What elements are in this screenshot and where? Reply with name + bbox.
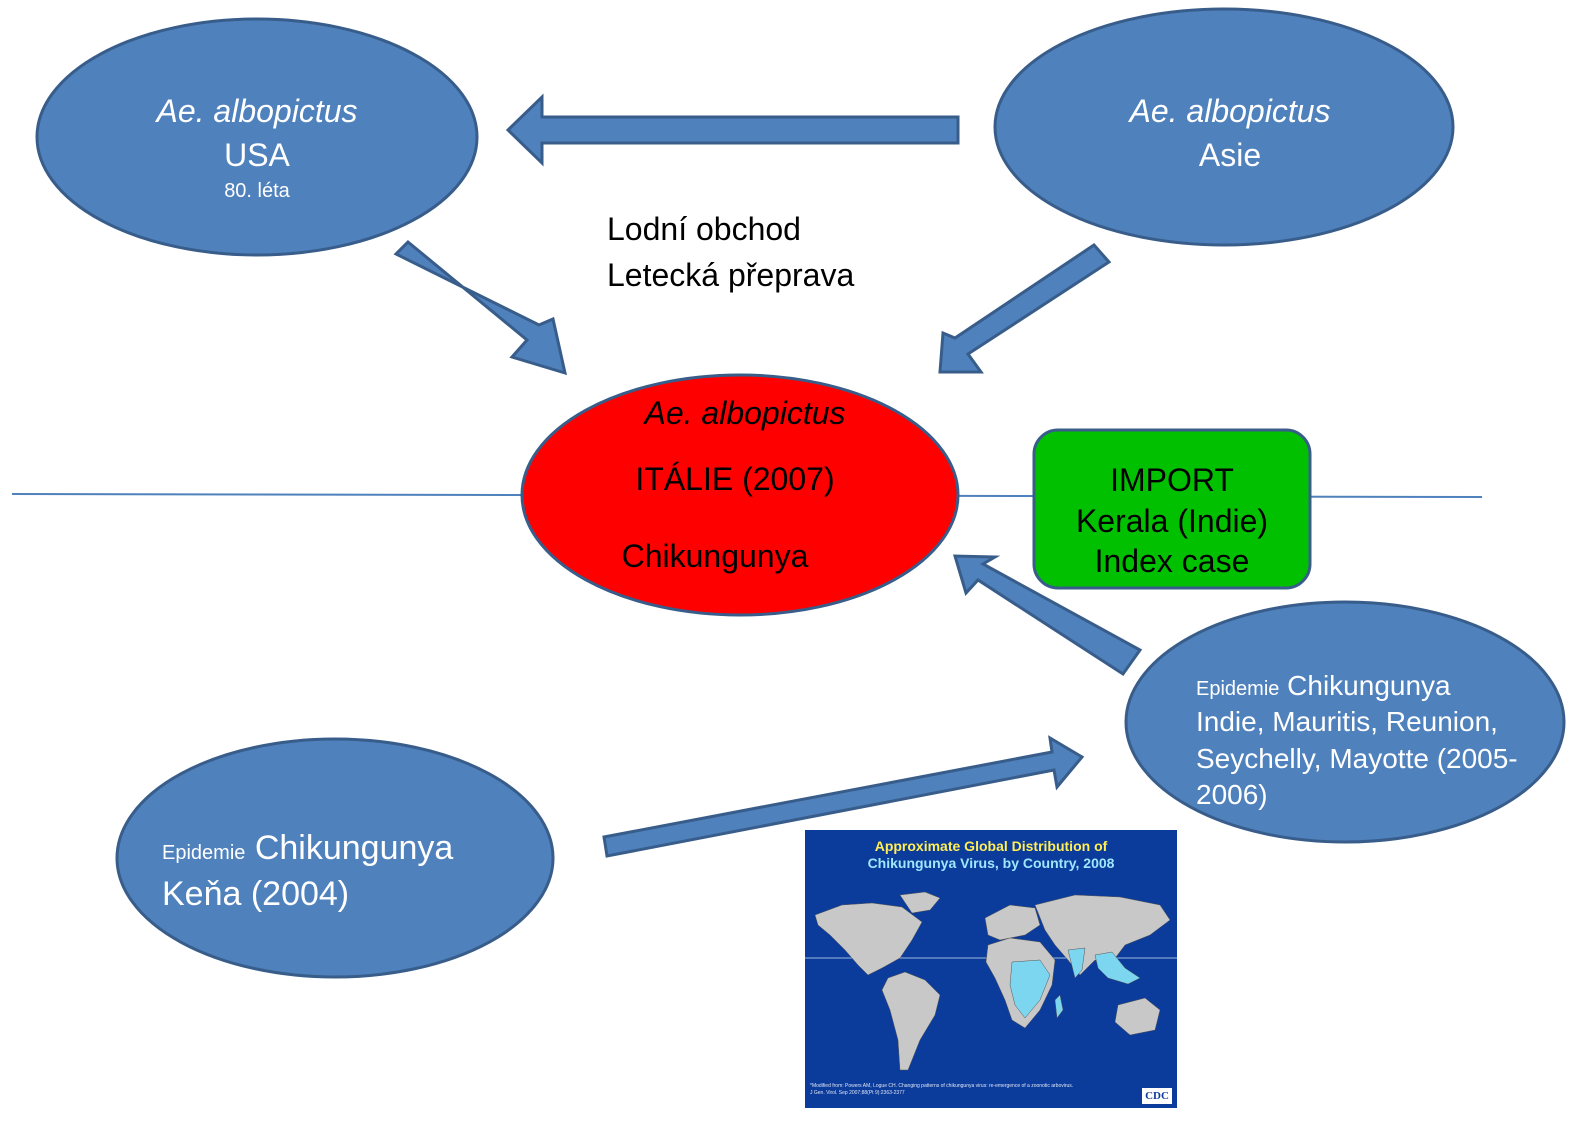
map-asia [1034,894,1171,976]
epidemic-kenya-place: Keňa (2004) [162,874,350,913]
epidemic-india-text: Epidemie Chikungunya Indie, Mauritis, Re… [1196,668,1548,814]
map-greenland [899,891,941,914]
map-madagascar [1054,994,1064,1019]
epidemic-india-places: Indie, Mauritis, Reunion, Seychelly, May… [1196,706,1518,811]
epidemic-india-prefix: Epidemie [1196,678,1280,700]
map-inset [805,830,1177,1108]
map-title-line2: Chikungunya Virus, by Country, 2008 [867,854,1115,871]
asia-label-group: Ae. albopictus Asie [1070,92,1390,175]
map-footnote-line2: J Gen. Virol. Sep 2007;88(Pt 9):2363-237… [810,1089,905,1096]
epidemic-kenya-disease: Chikungunya [254,829,454,867]
map-north-america [814,902,923,976]
arrow-asia-to-usa [505,93,960,167]
transport-label: Lodní obchod Letecká přeprava [607,206,927,299]
map-title-line1: Approximate Global Distribution of [874,838,1108,854]
cdc-logo: CDC [1142,1088,1172,1104]
arrow-kenya-to-india [602,735,1085,858]
import-line1: IMPORT [1110,462,1234,498]
map-footnote: *Modified from: Powers AM, Logue CH. Cha… [810,1083,1130,1096]
transport-line1: Lodní obchod [607,211,801,247]
map-south-america [881,971,941,1071]
italy-species: Ae. albopictus [644,395,846,431]
arrow-usa-to-italy [393,239,568,376]
map-title: Approximate Global Distribution of Chiku… [805,838,1177,872]
asia-place: Asie [1198,137,1262,174]
asia-species: Ae. albopictus [1129,93,1331,129]
italy-disease: Chikungunya [621,538,809,574]
node-usa [35,17,479,257]
arrow-asia-to-italy [938,243,1112,374]
import-line2: Kerala (Indie) [1075,502,1269,539]
import-box [1032,428,1312,590]
node-epidemic-kenya [115,737,555,979]
epidemic-india-disease: Chikungunya [1287,670,1451,701]
map-africa-affected [1009,959,1051,1019]
arrow-india-to-italy [952,554,1143,677]
node-epidemic-india [1124,600,1566,844]
epidemic-kenya-text: Epidemie Chikungunya Keňa (2004) [162,826,514,918]
map-india-affected [1067,947,1086,979]
usa-period: 80. léta [224,179,290,202]
italy-place: ITÁLIE (2007) [635,461,835,497]
usa-label-group: Ae. albopictus USA 80. léta [97,92,417,203]
import-line3: Index case [1094,543,1250,580]
transport-line2: Letecká přeprava [607,257,855,294]
usa-species: Ae. albopictus [156,93,358,129]
epidemic-kenya-prefix: Epidemie [162,842,246,864]
usa-place: USA [224,137,290,174]
map-southeast-asia-affected [1094,951,1141,985]
node-italy [520,373,960,617]
import-text: IMPORT Kerala (Indie) Index case [1038,460,1306,582]
node-asia [993,7,1455,247]
map-australia [1114,997,1161,1036]
map-europe [984,904,1041,941]
map-footnote-line1: *Modified from: Powers AM, Logue CH. Cha… [810,1083,1074,1089]
